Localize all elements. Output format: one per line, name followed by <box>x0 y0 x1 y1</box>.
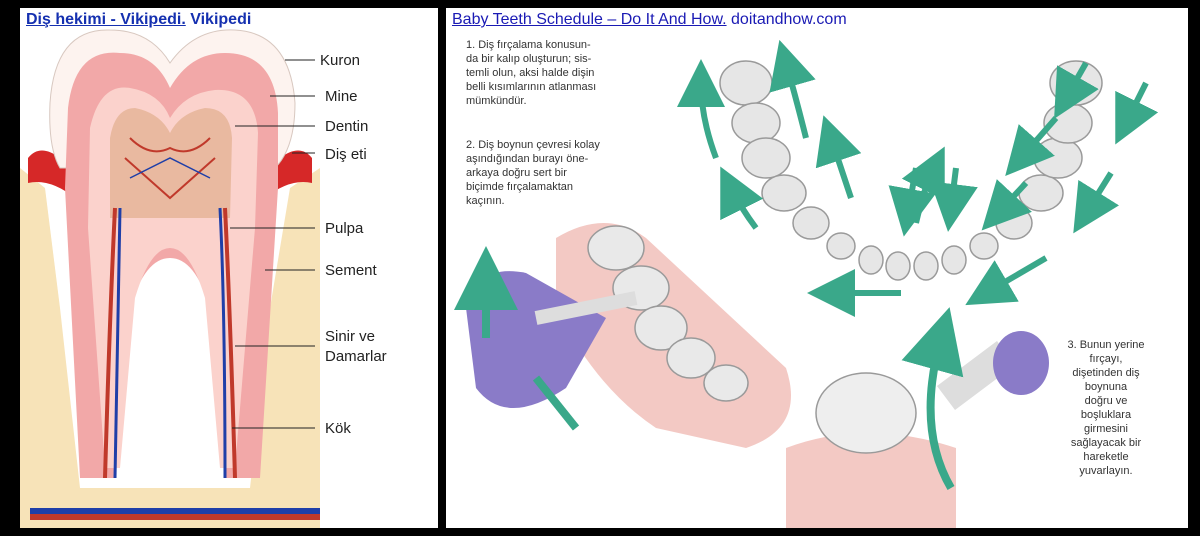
right-caption-source: doitandhow.com <box>731 11 847 28</box>
label-damarlar: Damarlar <box>325 348 387 365</box>
tooth-anatomy-panel: Diş hekimi - Vikipedi. Vikipedi <box>20 8 438 528</box>
left-image-caption: Diş hekimi - Vikipedi. Vikipedi <box>26 11 251 29</box>
tip-2: 2. Diş boynun çevresi kolay aşındığından… <box>466 138 676 208</box>
label-kuron: Kuron <box>320 52 360 69</box>
right-image-caption: Baby Teeth Schedule – Do It And How. doi… <box>452 11 847 29</box>
label-dentin: Dentin <box>325 118 368 135</box>
tip-1: 1. Diş fırçalama konusun- da bir kalıp o… <box>466 38 676 108</box>
label-mine: Mine <box>325 88 358 105</box>
single-tooth <box>816 373 916 453</box>
label-pulpa: Pulpa <box>325 220 363 237</box>
left-caption-link[interactable]: Diş hekimi - Vikipedi. <box>26 11 186 28</box>
right-caption-link[interactable]: Baby Teeth Schedule – Do It And How. <box>452 11 727 28</box>
label-kok: Kök <box>325 420 351 437</box>
label-sinir-ve: Sinir ve <box>325 328 375 345</box>
label-dis-eti: Diş eti <box>325 146 367 163</box>
brushing-guide-panel: Baby Teeth Schedule – Do It And How. doi… <box>446 8 1188 528</box>
tip-3: 3. Bunun yerine fırçayı, dişetinden diş … <box>1031 338 1181 478</box>
label-sement: Sement <box>325 262 377 279</box>
dental-arch <box>720 61 1102 280</box>
left-caption-source: Vikipedi <box>190 11 251 28</box>
